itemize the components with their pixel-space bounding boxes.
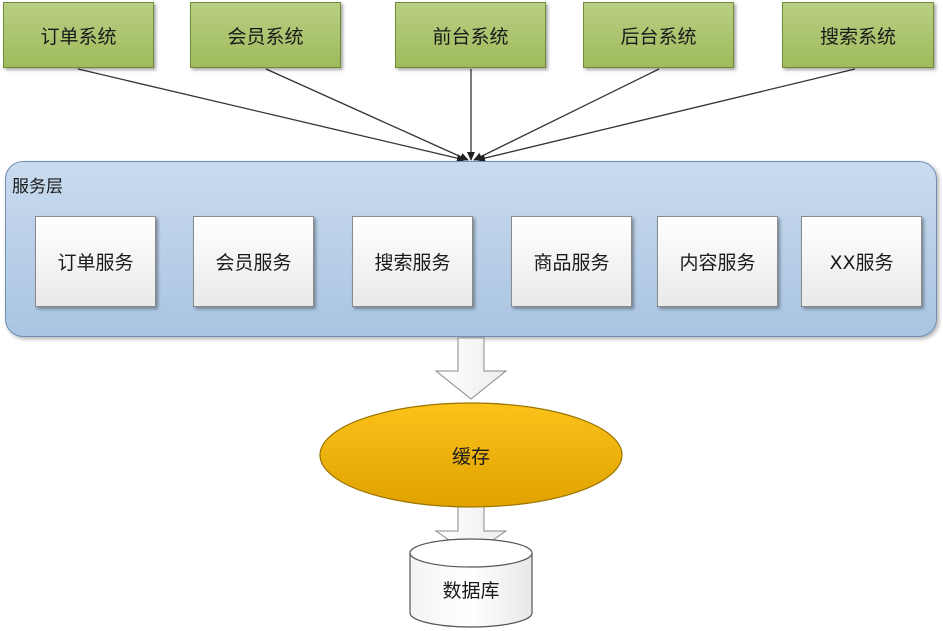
connector-line-order-system — [77, 68, 466, 163]
cache-label: 缓存 — [390, 435, 552, 475]
service-label: 会员服务 — [215, 252, 292, 274]
service-label: XX服务 — [829, 252, 894, 274]
service-label: 商品服务 — [533, 252, 610, 274]
connector-line-search-system — [476, 68, 856, 163]
system-box-frontend: 前台系统 — [395, 2, 546, 68]
system-box-order: 订单系统 — [3, 2, 154, 68]
block-arrow-down-icon — [434, 337, 508, 400]
service-label: 搜索服务 — [374, 252, 451, 274]
cache-ellipse — [319, 402, 623, 508]
database-text: 数据库 — [442, 579, 500, 602]
service-box-xx: XX服务 — [801, 216, 922, 307]
database-cylinder-icon — [409, 538, 533, 628]
service-box-order: 订单服务 — [35, 216, 156, 307]
connector-line-member-system — [265, 68, 469, 161]
service-box-product: 商品服务 — [511, 216, 632, 307]
system-label: 会员系统 — [227, 25, 304, 48]
system-box-member: 会员系统 — [190, 2, 341, 68]
service-box-search: 搜索服务 — [352, 216, 473, 307]
service-box-content: 内容服务 — [657, 216, 778, 307]
system-box-search: 搜索系统 — [782, 2, 934, 68]
system-box-backend: 后台系统 — [583, 2, 734, 68]
cache-text: 缓存 — [451, 445, 490, 468]
connector-line-backend-system — [473, 68, 660, 161]
database-label: 数据库 — [410, 572, 532, 606]
system-label: 后台系统 — [620, 25, 697, 48]
service-box-member: 会员服务 — [193, 216, 314, 307]
system-label: 订单系统 — [40, 25, 117, 48]
system-label: 搜索系统 — [819, 25, 896, 48]
service-label: 订单服务 — [57, 252, 134, 274]
system-label: 前台系统 — [432, 25, 509, 48]
service-layer-title: 服务层 — [12, 177, 63, 197]
service-label: 内容服务 — [679, 252, 756, 274]
